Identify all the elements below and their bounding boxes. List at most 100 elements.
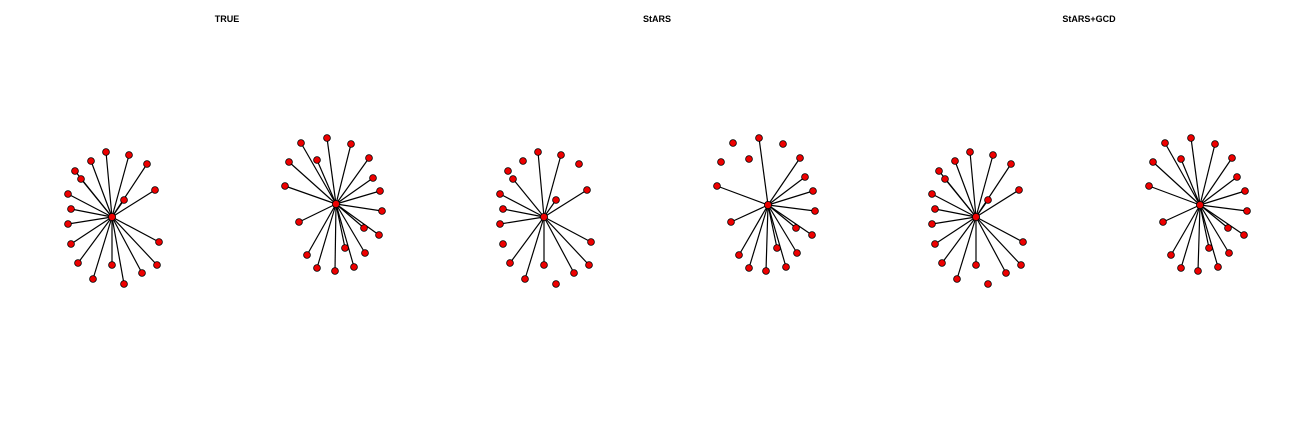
node xyxy=(519,157,527,165)
edge xyxy=(334,203,337,272)
node xyxy=(1145,182,1153,190)
node xyxy=(796,154,804,162)
edge xyxy=(1199,157,1233,206)
edge xyxy=(954,160,977,218)
node xyxy=(361,249,369,257)
edge xyxy=(1164,142,1201,206)
edge xyxy=(499,193,545,218)
node xyxy=(365,154,373,162)
node xyxy=(729,139,737,147)
node xyxy=(67,205,75,213)
node xyxy=(297,139,305,147)
edge xyxy=(298,203,337,223)
edge xyxy=(316,159,337,205)
node xyxy=(1241,187,1249,195)
node xyxy=(504,167,512,175)
node xyxy=(984,196,992,204)
node xyxy=(557,151,565,159)
node xyxy=(1214,263,1222,271)
node xyxy=(773,244,781,252)
node xyxy=(953,275,961,283)
node xyxy=(1167,251,1175,259)
node xyxy=(143,160,151,168)
edge xyxy=(543,216,592,243)
node xyxy=(989,151,997,159)
edge xyxy=(1199,204,1248,212)
graph-true-b xyxy=(281,134,386,275)
edge xyxy=(537,151,545,218)
edge xyxy=(502,208,545,218)
node xyxy=(64,220,72,228)
edge xyxy=(335,157,370,205)
node xyxy=(153,261,161,269)
edge xyxy=(975,216,1024,243)
node xyxy=(1211,140,1219,148)
edge xyxy=(934,216,977,245)
node xyxy=(570,269,578,277)
edge xyxy=(543,216,575,274)
node xyxy=(755,134,763,142)
edge xyxy=(767,190,814,206)
edge xyxy=(335,203,380,236)
edge xyxy=(944,178,977,218)
node xyxy=(313,156,321,164)
node xyxy=(341,244,349,252)
edge xyxy=(716,185,769,206)
node xyxy=(509,175,517,183)
node xyxy=(540,261,548,269)
hub-node xyxy=(108,212,117,221)
edge xyxy=(931,216,977,225)
node xyxy=(1017,261,1025,269)
node xyxy=(1002,269,1010,277)
node xyxy=(74,259,82,267)
edge xyxy=(67,193,113,218)
hub-node xyxy=(972,212,981,221)
edge xyxy=(941,216,977,264)
node xyxy=(1159,218,1167,226)
edge xyxy=(335,190,381,205)
node xyxy=(1225,249,1233,257)
node xyxy=(801,173,809,181)
node xyxy=(782,263,790,271)
node xyxy=(552,196,560,204)
node xyxy=(521,275,529,283)
node xyxy=(1161,139,1169,147)
node xyxy=(1019,238,1027,246)
node xyxy=(808,231,816,239)
edge xyxy=(931,193,977,218)
edge xyxy=(543,189,588,218)
edge xyxy=(748,204,769,269)
node xyxy=(281,182,289,190)
node xyxy=(108,261,116,269)
node xyxy=(77,175,85,183)
node xyxy=(587,238,595,246)
node xyxy=(972,261,980,269)
node xyxy=(1007,160,1015,168)
edge xyxy=(300,142,337,205)
node xyxy=(928,220,936,228)
edge xyxy=(758,137,769,206)
node xyxy=(745,264,753,272)
node xyxy=(1177,264,1185,272)
node xyxy=(792,224,800,232)
node xyxy=(1015,186,1023,194)
edge xyxy=(934,208,977,218)
node xyxy=(779,140,787,148)
edge xyxy=(1170,204,1201,256)
edge xyxy=(90,160,113,218)
node xyxy=(102,148,110,156)
edge xyxy=(70,208,113,218)
node xyxy=(984,280,992,288)
node xyxy=(1177,155,1185,163)
edge xyxy=(111,154,130,218)
graph-true-a xyxy=(64,148,163,288)
node xyxy=(534,148,542,156)
node xyxy=(935,167,943,175)
edge xyxy=(335,203,383,212)
edge xyxy=(543,216,590,266)
node xyxy=(1233,173,1241,181)
node xyxy=(120,280,128,288)
edge xyxy=(111,189,156,218)
edge xyxy=(767,176,806,206)
